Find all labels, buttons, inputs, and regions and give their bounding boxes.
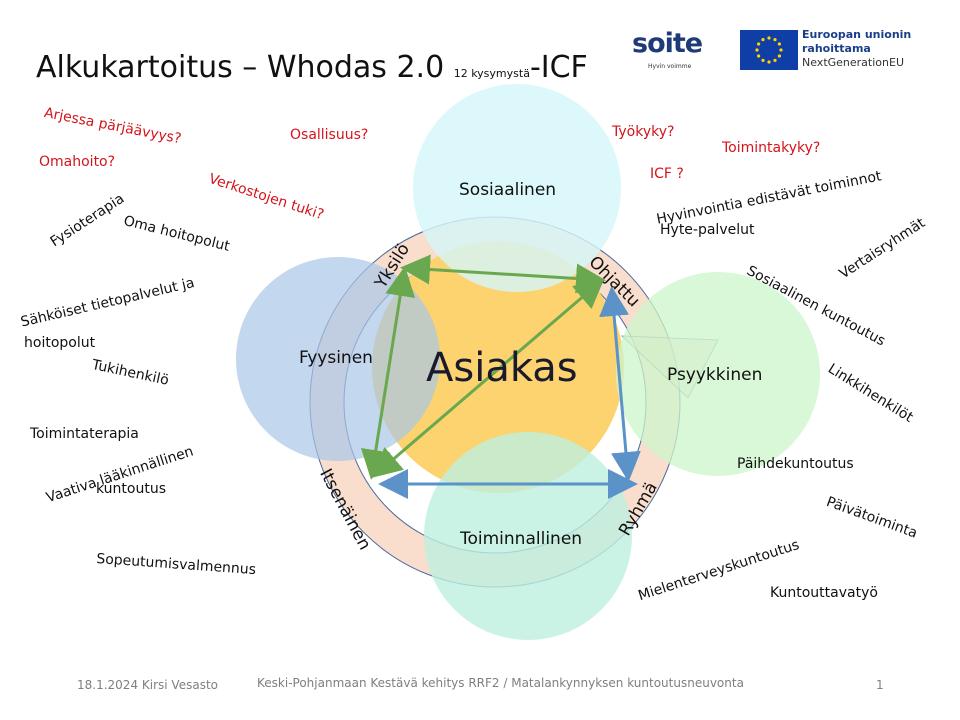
node-social: Sosiaalinen [459,180,557,200]
node-psychological: Psyykkinen [667,365,763,385]
service-label: Kuntouttavatyö [770,585,878,601]
logo-bar: soite Hyvin voimme Euroopan unionin raho… [612,22,930,84]
title-main: Alkukartoitus – Whodas 2.0 [36,50,445,85]
eu-flag-icon [740,30,798,70]
footer-page-number: 1 [876,678,884,692]
eu-funding-text: Euroopan unionin rahoittama NextGenerati… [802,28,911,70]
arrow-yksilo-ohjattu [400,254,606,294]
title-small: 12 kysymystä [453,67,530,80]
eu-line-3: NextGenerationEU [802,56,904,69]
question-label: Toimintakyky? [722,140,821,156]
social-circle [413,84,621,292]
eu-line-1: Euroopan unionin [802,28,912,41]
eu-line-2: rahoittama [802,42,871,55]
footer-project: Keski-Pohjanmaan Kestävä kehitys RRF2 / … [257,676,744,690]
psychological-circle [616,272,820,476]
soite-tagline: Hyvin voimme [648,63,692,70]
footer-date-author: 18.1.2024 Kirsi Vesasto [77,678,218,692]
service-label: Toimintaterapia [30,426,139,442]
service-label: Hyte-palvelut [660,222,755,238]
service-label: Päihdekuntoutus [737,456,854,472]
center-label: Asiakas [426,345,578,391]
arrow-itsenainen-ohjattu [371,278,605,478]
question-label: Osallisuus? [290,127,369,143]
question-label: Työkyky? [612,124,675,140]
title-suffix: -ICF [529,50,588,85]
service-label: hoitopolut [24,335,96,351]
node-functional: Toiminnallinen [460,529,583,549]
question-label: Omahoito? [39,154,116,170]
slide-title: Alkukartoitus – Whodas 2.0 12 kysymystä-… [36,44,611,92]
question-label: ICF ? [650,166,684,182]
soite-logo: soite [632,28,703,59]
service-label: kuntoutus [96,481,167,497]
arrow-ohjattu-ryhma [599,286,641,482]
node-physical: Fyysinen [299,348,373,368]
